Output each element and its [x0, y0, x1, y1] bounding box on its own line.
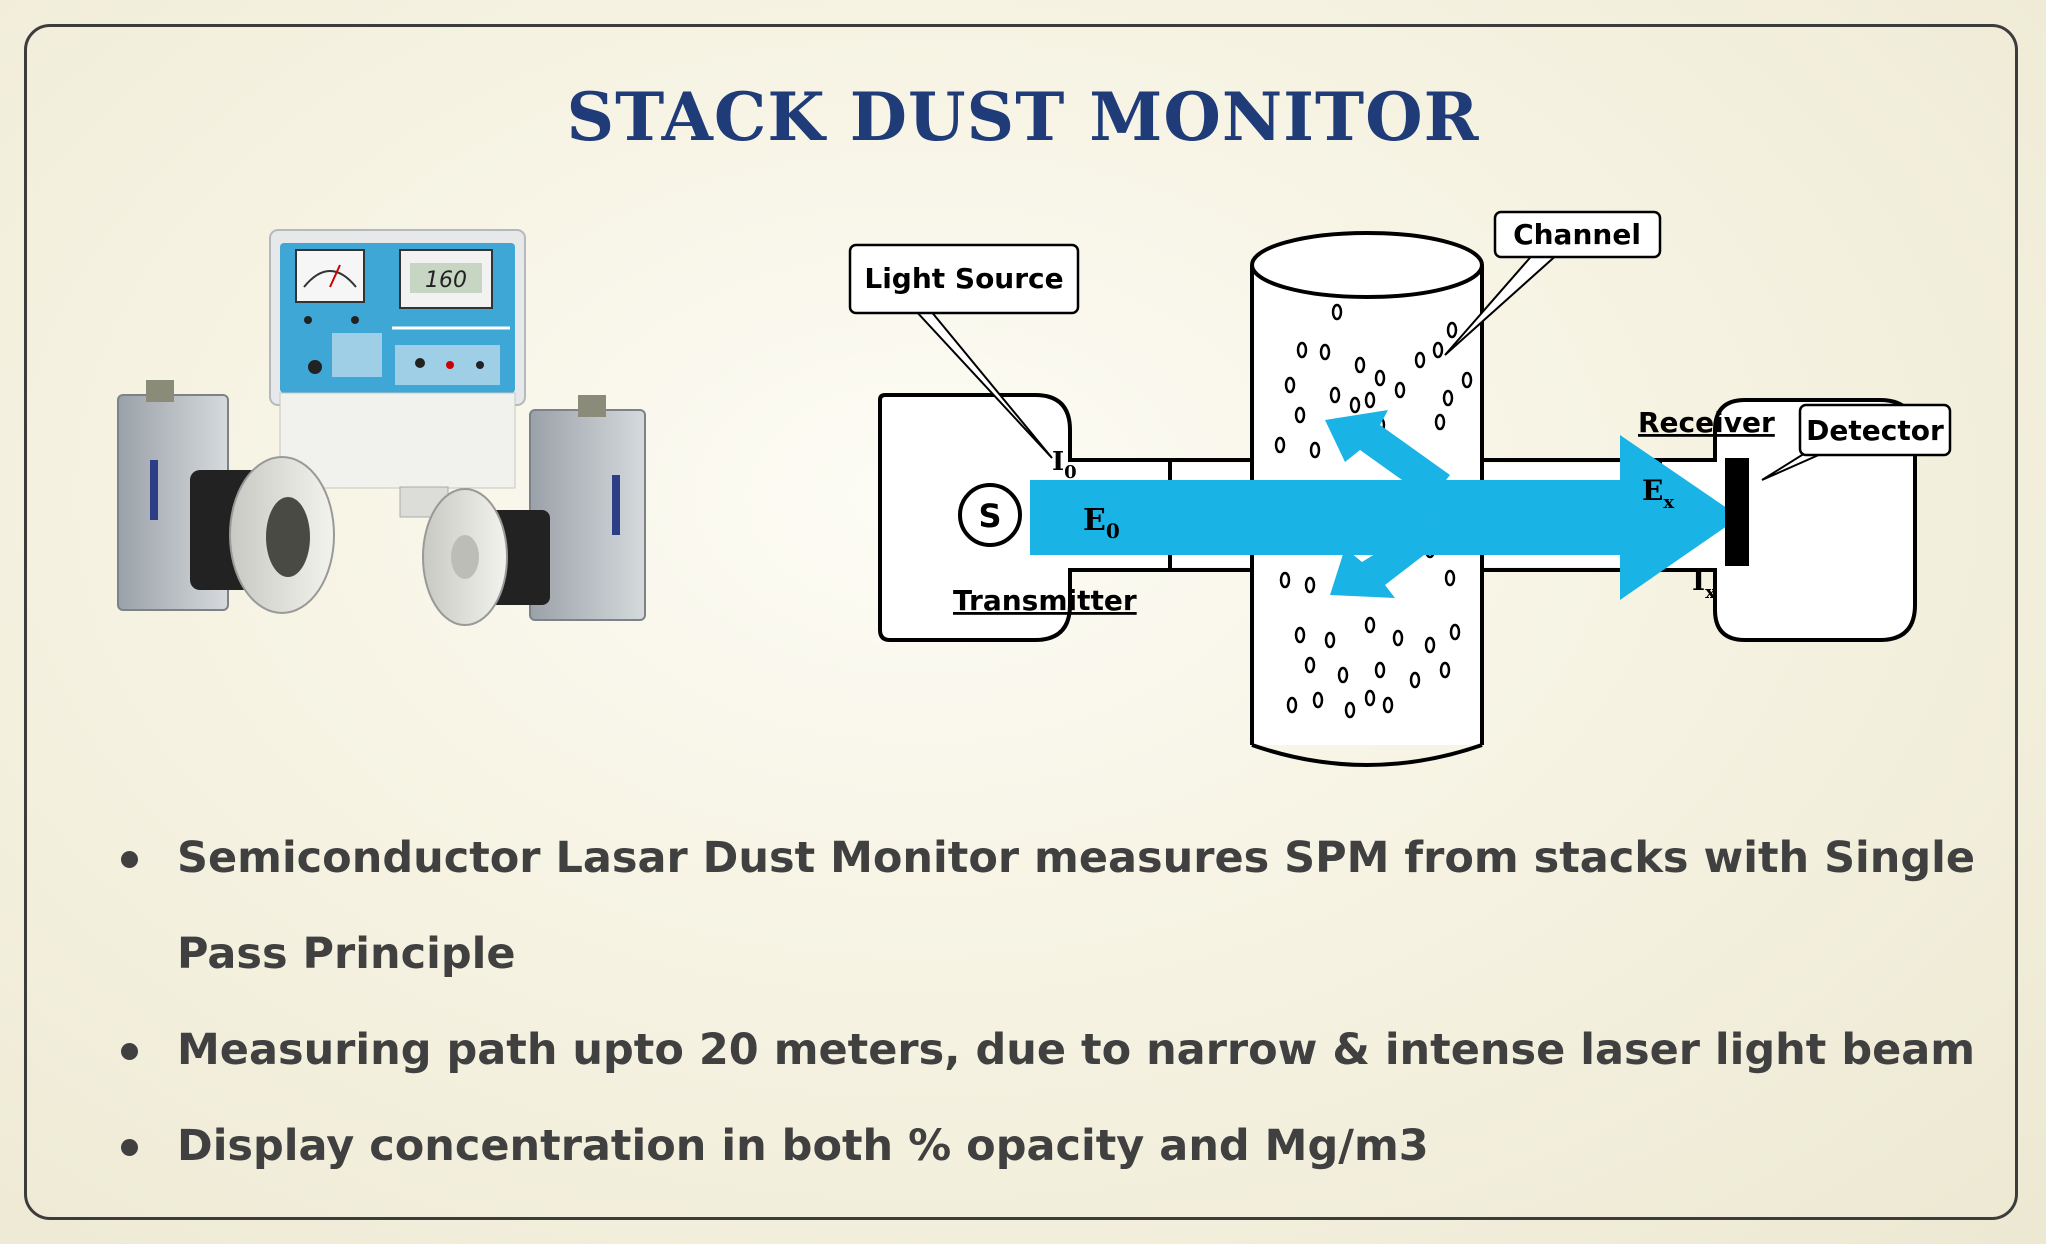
svg-text:I0: I0 — [1052, 447, 1077, 483]
i0-label: I — [1052, 447, 1064, 477]
feature-list: Semiconductor Lasar Dust Monitor measure… — [115, 810, 1995, 1194]
bullet-icon — [121, 1043, 138, 1060]
light-source-callout — [848, 243, 1080, 315]
light-source-label: Light Source — [864, 262, 1063, 295]
transmitter-label: Transmitter — [953, 584, 1137, 617]
scatter-arrow-up — [1325, 410, 1450, 500]
slide-frame — [24, 24, 2018, 1220]
detector-label: Detector — [1806, 414, 1944, 447]
channel-label: Channel — [1513, 218, 1641, 251]
single-pass-principle-diagram: S E0 I0 Ex Ix Transmitter Receiver Light… — [848, 210, 1952, 767]
scatter-arrow-down — [1330, 520, 1450, 598]
svg-text:S: S — [978, 497, 1001, 535]
svg-text:Ex: Ex — [1642, 474, 1674, 513]
ex-label: E — [1642, 474, 1663, 507]
detector-element — [1725, 458, 1749, 566]
channel-top — [1250, 231, 1484, 299]
dust-monitor-device-illustration: 160 — [117, 229, 646, 626]
list-item: Semiconductor Lasar Dust Monitor measure… — [115, 810, 1995, 1002]
bullet-icon — [121, 851, 138, 868]
device-display-value: 160 — [425, 268, 467, 293]
light-source-symbol — [958, 483, 1022, 547]
detector-callout — [1798, 403, 1952, 457]
bullet-icon — [121, 1139, 138, 1156]
svg-text:E0: E0 — [1083, 503, 1120, 543]
list-item: Measuring path upto 20 meters, due to na… — [115, 1002, 1995, 1098]
e0-label: E — [1083, 503, 1106, 538]
ix-label: I — [1692, 564, 1705, 597]
svg-text:Ix: Ix — [1692, 564, 1716, 603]
channel-callout — [1493, 210, 1662, 259]
list-item: Display concentration in both % opacity … — [115, 1098, 1995, 1194]
slide-title: STACK DUST MONITOR — [566, 78, 1480, 156]
receiver-label: Receiver — [1638, 406, 1775, 439]
